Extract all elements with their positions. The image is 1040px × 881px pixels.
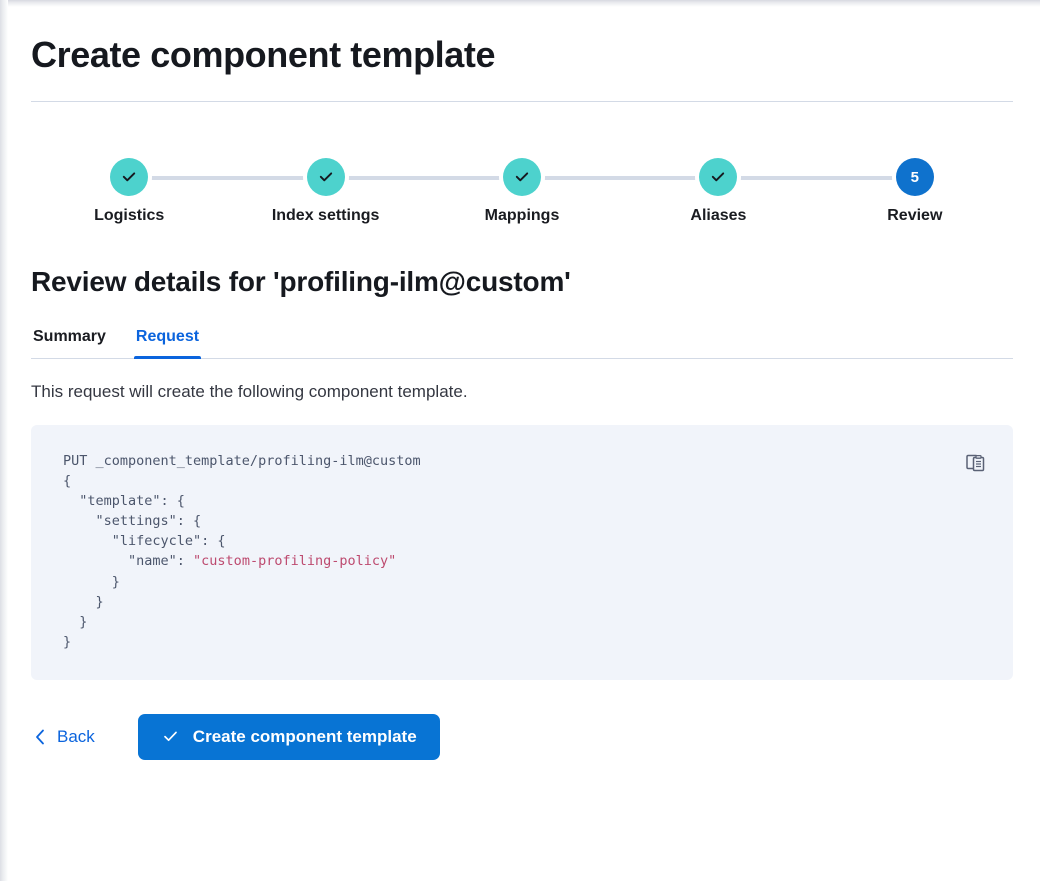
step-mappings-circle [503,158,542,196]
check-icon [163,731,177,742]
step-aliases-label: Aliases [690,207,747,224]
step-review-circle: 5 [895,158,934,196]
code-line-close-3: } [63,613,88,630]
step-aliases-circle [699,158,738,196]
request-description: This request will create the following c… [31,382,468,401]
code-line-close-4: } [63,633,72,650]
step-review-label: Review [887,207,943,224]
code-line-open-brace: { [63,473,72,490]
header-divider [31,101,1013,102]
copy-clipboard-icon [966,454,985,471]
code-line-request: PUT _component_template/profiling-ilm@cu… [63,453,421,469]
create-component-template-page: Create component template Logistics [8,7,1040,881]
tab-request[interactable]: Request [133,328,202,359]
step-logistics-circle [110,158,149,196]
step-logistics-label: Logistics [94,207,165,224]
check-icon [712,172,725,182]
code-line-close-2: } [63,593,104,610]
check-icon [515,172,529,182]
chevron-left-icon [36,729,44,745]
create-component-template-label: Create component template [192,726,417,746]
panel-top-shadow [0,0,1040,7]
step-index-settings[interactable]: Index settings [227,158,423,225]
check-icon [123,172,136,182]
review-section-title: Review details for 'profiling-ilm@custom… [31,266,571,297]
create-component-template-button[interactable]: Create component template [137,713,440,760]
page-title: Create component template [31,34,496,75]
step-aliases[interactable]: Aliases [620,158,816,225]
review-tabs: Summary Request [31,328,1013,359]
copy-request-button[interactable] [963,449,989,475]
wizard-steps: Logistics Index settings [31,158,1013,236]
panel-left-shadow [0,0,8,881]
check-icon [319,172,332,182]
request-code-panel: PUT _component_template/profiling-ilm@cu… [31,425,1013,680]
code-line-name-key: "name": [63,553,194,570]
code-line-template: "template": { [63,493,185,510]
tab-summary[interactable]: Summary [31,328,108,358]
step-index-settings-circle [306,158,345,196]
back-button[interactable]: Back [31,723,97,751]
step-review[interactable]: 5 Review [817,158,1013,225]
back-button-label: Back [57,726,95,746]
code-line-close-1: } [63,573,120,590]
step-index-settings-label: Index settings [271,207,380,224]
step-mappings-label: Mappings [484,207,560,224]
code-line-name-value: "custom-profiling-policy" [193,553,397,570]
request-code-block: PUT _component_template/profiling-ilm@cu… [31,451,1013,652]
code-line-settings: "settings": { [63,513,202,530]
wizard-footer-actions: Back Create component template [31,713,1013,790]
code-line-lifecycle: "lifecycle": { [63,533,226,550]
step-mappings[interactable]: Mappings [424,158,620,225]
step-logistics[interactable]: Logistics [31,158,227,225]
